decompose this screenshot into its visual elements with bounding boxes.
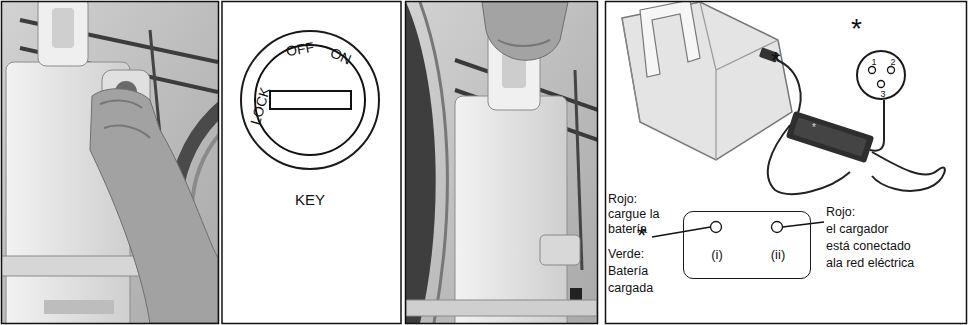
node-label: 2: [890, 58, 895, 67]
panel-frame: [606, 2, 967, 324]
node-label: (ii): [771, 248, 785, 261]
caption-label: KEY: [295, 191, 325, 208]
node-label: LOCK: [248, 86, 272, 127]
callout-asterisk-wrap: *: [851, 12, 871, 46]
callout-asterisk-wrap: *: [771, 47, 791, 76]
callout-asterisk: *: [771, 47, 780, 74]
node-label: OFF: [285, 40, 315, 59]
photo-remove-battery: [406, 2, 597, 323]
node-label: (i): [711, 248, 723, 261]
photo-insert-key: [2, 2, 218, 323]
node-label: 3: [880, 90, 885, 99]
line-spacer: [866, 204, 926, 221]
line-spacer: [898, 221, 926, 238]
node-label: 1: [871, 58, 876, 67]
key-switch-drawing: [222, 2, 401, 324]
callout-asterisk: *: [851, 13, 862, 44]
led-note: Rojo: cargue la batería: [608, 192, 659, 236]
led-indicator-box: (i) (ii): [683, 211, 811, 279]
callout-asterisk: *: [812, 122, 816, 133]
caption-label-wrap: KEY: [280, 191, 340, 209]
node-label: ON: [329, 45, 354, 66]
key-switch-dial: LOCK OFF ON: [240, 30, 380, 170]
led-note: Rojo: el cargador está conectado ala red…: [826, 205, 914, 270]
charging-drawing: [606, 2, 966, 323]
panel-frame: [406, 2, 598, 324]
callout-asterisk-wrap: *: [812, 122, 824, 134]
led-note-wrap: Rojo: cargue la batería: [608, 192, 670, 237]
panel-frame: [2, 2, 219, 324]
plug-pin-face: 1 2 3: [856, 50, 906, 100]
led-note: Verde: Batería cargada: [608, 247, 653, 295]
led-note-wrap: Verde: Batería cargada: [608, 246, 670, 297]
led-note-wrap: Rojo: el cargador está conectado ala red…: [826, 204, 926, 272]
